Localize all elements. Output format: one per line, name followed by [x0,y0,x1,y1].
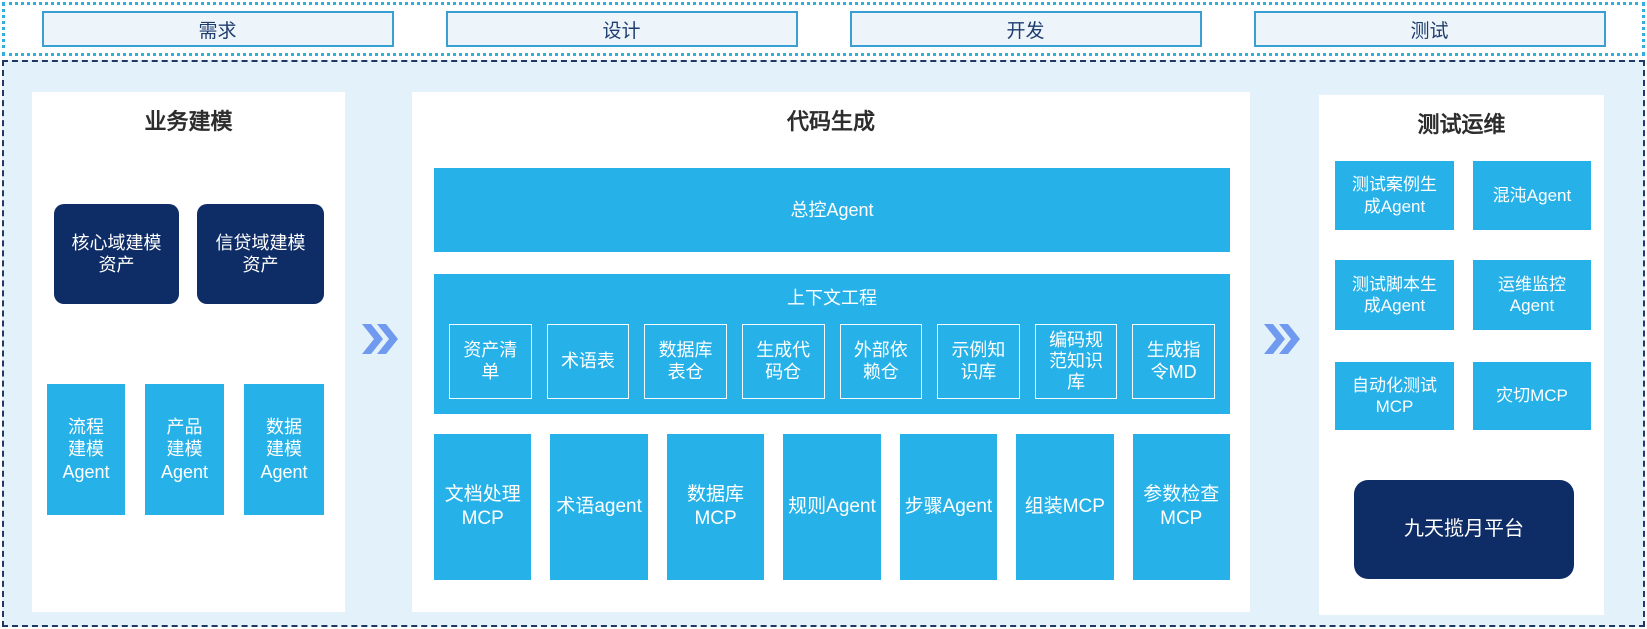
panel-test-ops: 测试运维 测试案例生 成Agent 混沌Agent 测试脚本生 成Agent 运… [1319,95,1604,615]
double-chevron-icon [362,324,398,354]
panel-business-modeling: 业务建模 核心域建模 资产 信贷域建模 资产 流程 建模 Agent 产品 建模… [32,92,345,612]
flow-step-testing: 测试 [1253,11,1606,47]
context-engineering-box: 上下文工程 资产清 单 术语表 数据库 表仓 生成代 码仓 外部依 赖仓 示例知… [434,274,1230,414]
asset-box-credit-domain: 信贷域建模 资产 [197,204,324,304]
agent-box-product-modeling: 产品 建模 Agent [145,384,224,515]
ctx-item-asset-list: 资产清 单 [449,324,532,399]
flow-step-design: 设计 [445,11,798,47]
testops-box-testcase-agent: 测试案例生 成Agent [1335,161,1454,230]
double-chevron-icon [1264,324,1300,354]
tool-box-term-agent: 术语agent [550,434,648,580]
ctx-item-db-table-repo: 数据库 表仓 [644,324,727,399]
ctx-item-glossary: 术语表 [546,324,630,399]
testops-box-disaster-switch-mcp: 灾切MCP [1473,362,1591,430]
flow-strip: 需求 设计 开发 测试 [2,2,1645,56]
master-agent-bar: 总控Agent [434,168,1230,252]
tool-box-step-agent: 步骤Agent [899,434,998,580]
flow-step-requirements: 需求 [41,11,394,47]
test-ops-title: 测试运维 [1417,112,1506,137]
business-modeling-title: 业务建模 [144,109,233,134]
tool-box-rule-agent: 规则Agent [783,434,881,580]
agent-box-process-modeling: 流程 建模 Agent [47,384,125,515]
context-engineering-title: 上下文工程 [787,288,877,308]
testops-box-ops-monitor-agent: 运维监控 Agent [1473,260,1591,330]
agent-box-data-modeling: 数据 建模 Agent [244,384,324,515]
testops-box-testscript-agent: 测试脚本生 成Agent [1335,260,1454,330]
flow-step-development: 开发 [849,11,1202,47]
tool-box-db-mcp: 数据库 MCP [666,434,765,580]
ctx-item-instruction-md: 生成指 令MD [1132,324,1215,399]
context-engineering-items: 资产清 单 术语表 数据库 表仓 生成代 码仓 外部依 赖仓 示例知 识库 编码… [449,324,1215,399]
tool-box-param-check-mcp: 参数检查 MCP [1132,434,1230,580]
ctx-item-external-deps-repo: 外部依 赖仓 [839,324,923,399]
asset-box-core-domain: 核心域建模 资产 [54,204,179,304]
ctx-item-coding-standard-kb: 编码规 范知识 库 [1034,324,1118,399]
main-region: 业务建模 核心域建模 资产 信贷域建模 资产 流程 建模 Agent 产品 建模… [2,60,1645,627]
tool-box-doc-mcp: 文档处理 MCP [434,434,532,580]
panel-code-generation: 代码生成 总控Agent 上下文工程 资产清 单 术语表 数据库 表仓 生成代 … [412,92,1250,612]
code-generation-title: 代码生成 [786,109,875,134]
ctx-item-example-kb: 示例知 识库 [937,324,1020,399]
testops-box-auto-test-mcp: 自动化测试 MCP [1335,362,1454,430]
platform-box-jiutian: 九天揽月平台 [1354,480,1574,579]
testops-box-chaos-agent: 混沌Agent [1473,161,1591,230]
tool-box-assemble-mcp: 组装MCP [1016,434,1114,580]
tool-row: 文档处理 MCP 术语agent 数据库 MCP 规则Agent 步骤Agent… [434,434,1230,580]
ctx-item-codegen-repo: 生成代 码仓 [741,324,825,399]
